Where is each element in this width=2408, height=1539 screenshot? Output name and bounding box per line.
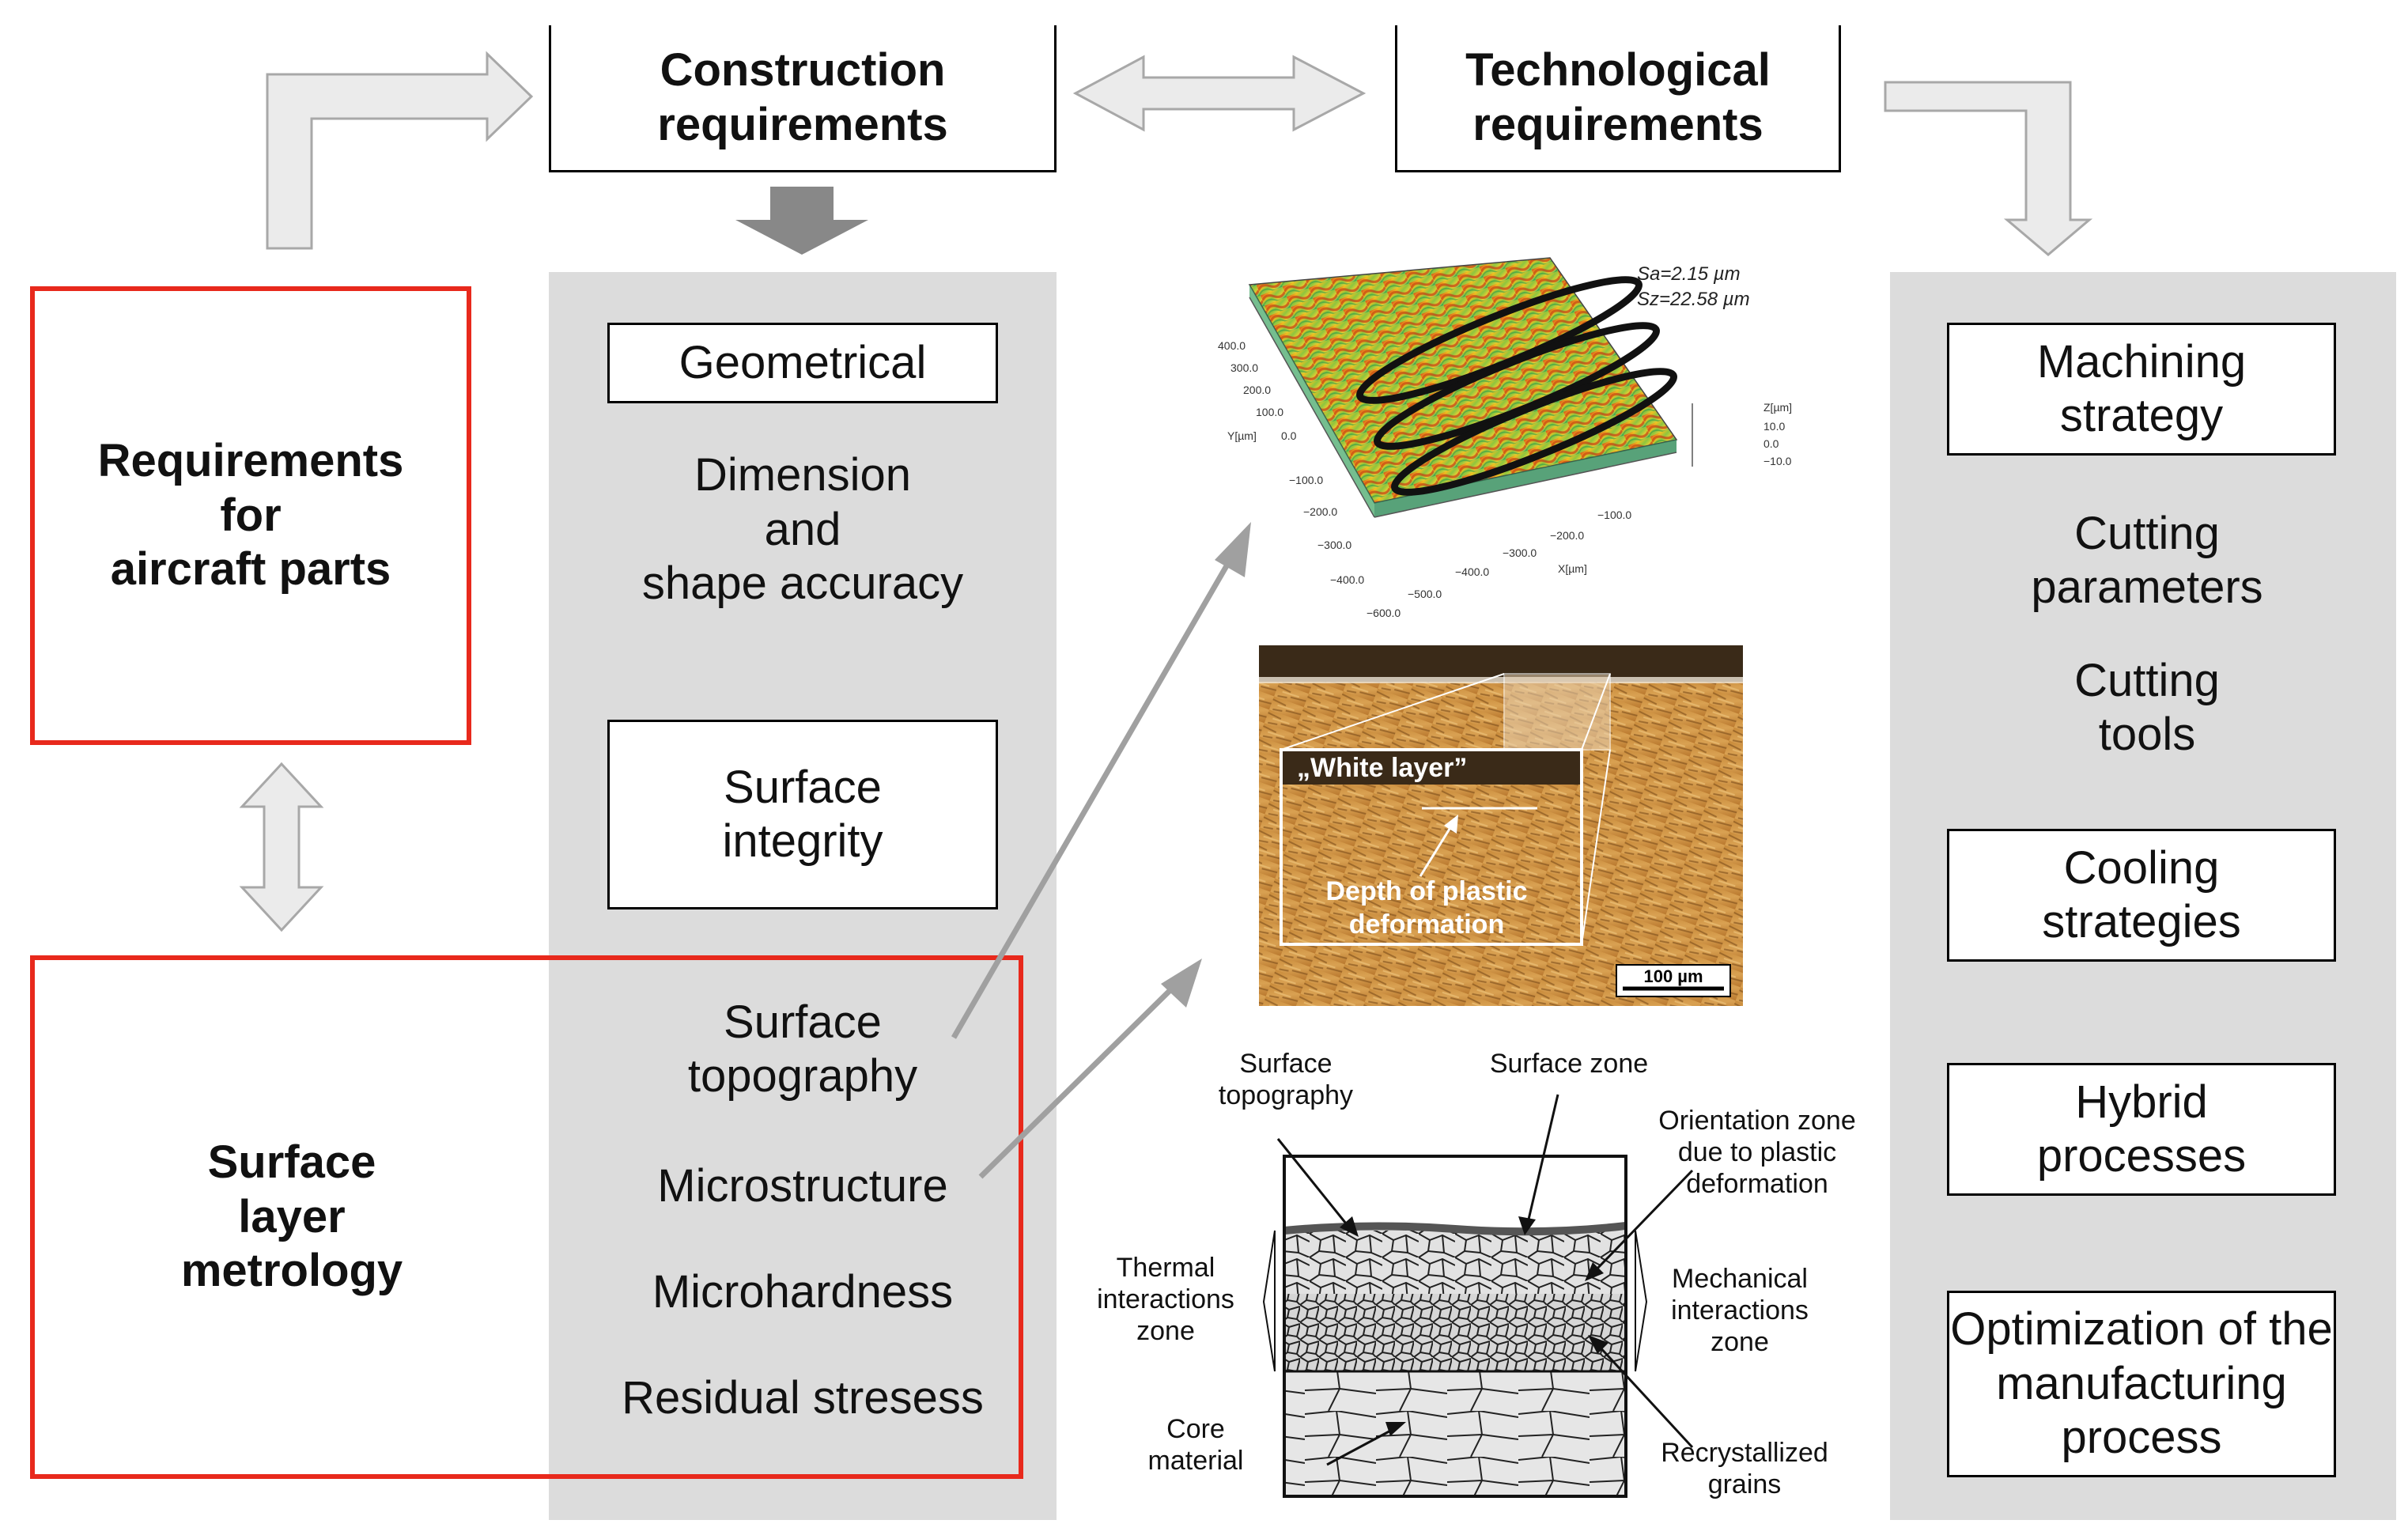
technological-requirements-label: Technological requirements (1465, 44, 1771, 150)
sa-value: Sa=2.15 µm (1637, 263, 1741, 285)
y-tick-1: 400.0 (1218, 339, 1246, 352)
machining-strategy-box: Machining strategy (1947, 323, 2336, 456)
surface-integrity-label: Surface integrity (722, 761, 883, 867)
microstructure-label: Microstructure (657, 1159, 948, 1212)
surface-topography-plot: Sa=2.15 µm Sz=22.58 µm 400.0 300.0 200.0… (1218, 257, 1792, 619)
scale-bar-label: 100 µm (1643, 966, 1703, 986)
schematic-surface-topography-2: topography (1219, 1080, 1353, 1110)
technological-requirements-box: Technological requirements (1395, 25, 1841, 172)
white-layer-label: „White layer” (1297, 753, 1467, 783)
down-arrow-icon (735, 187, 868, 255)
geometrical-box: Geometrical (607, 323, 998, 403)
microhardness-text: Microhardness (554, 1261, 1052, 1324)
construction-requirements-label: Construction requirements (657, 44, 948, 150)
schematic-core-2: material (1148, 1446, 1244, 1476)
surface-layer-metrology-label: Surface layer metrology (180, 1136, 403, 1297)
micrograph-image: „White layer” Depth of plastic deformati… (1259, 645, 1743, 1006)
double-arrow-horizontal-icon (1072, 55, 1367, 132)
schematic-orientation-2: due to plastic (1678, 1137, 1836, 1167)
surface-integrity-box: Surface integrity (607, 720, 998, 909)
l-arrow-right-down-icon (1884, 81, 2093, 256)
depth-deformation-label-2: deformation (1349, 909, 1504, 940)
residual-stresses-label: Residual stresess (622, 1371, 984, 1424)
y-tick-3: 200.0 (1243, 384, 1271, 396)
double-arrow-vertical-icon (239, 762, 324, 932)
dimension-accuracy-label: Dimension and shape accuracy (641, 449, 964, 610)
geometrical-label: Geometrical (679, 336, 927, 388)
y-tick-5: 0.0 (1281, 429, 1297, 442)
construction-requirements-box: Construction requirements (549, 25, 1057, 172)
residual-stresses-text: Residual stresess (554, 1367, 1052, 1430)
surface-topography-text: Surface topography (554, 990, 1052, 1109)
requirements-aircraft-box: Requirements for aircraft parts (30, 286, 471, 745)
y-axis-label: Y[µm] (1227, 429, 1257, 442)
y-tick-8: −300.0 (1317, 539, 1351, 551)
cutting-parameters-label: Cutting parameters (2031, 507, 2263, 613)
arrow-to-topography-icon (1215, 522, 1251, 577)
y-tick-7: −200.0 (1303, 505, 1337, 518)
machining-strategy-label: Machining strategy (2036, 335, 2247, 441)
z-tick-1: 10.0 (1763, 420, 1785, 433)
surface-topography-label: Surface topography (687, 996, 918, 1102)
x-axis-label: X[µm] (1558, 562, 1587, 575)
microstructure-text: Microstructure (554, 1155, 1052, 1218)
schematic-thermal-1: Thermal (1117, 1253, 1215, 1283)
x-tick-1: −500.0 (1408, 588, 1442, 600)
schematic-mechanical-2: interactions (1671, 1295, 1809, 1325)
hybrid-processes-label: Hybrid processes (2036, 1076, 2247, 1182)
schematic-core-1: Core (1166, 1414, 1225, 1444)
z-axis-label: Z[µm] (1763, 401, 1792, 414)
x-tick-5: −100.0 (1597, 509, 1631, 521)
schematic-thermal-3: zone (1136, 1316, 1195, 1346)
y-tick-9: −400.0 (1330, 573, 1364, 586)
optimization-label: Optimization of the manufacturing proces… (1950, 1303, 2333, 1464)
surface-layer-metrology-box (30, 955, 1023, 1479)
z-tick-2: 0.0 (1763, 437, 1779, 450)
schematic-recrystallized-2: grains (1708, 1469, 1782, 1499)
cooling-strategies-label: Cooling strategies (2042, 841, 2241, 947)
cooling-strategies-box: Cooling strategies (1947, 829, 2336, 962)
schematic-orientation-1: Orientation zone (1658, 1106, 1856, 1136)
hybrid-processes-box: Hybrid processes (1947, 1063, 2336, 1196)
x-tick-2: −400.0 (1455, 565, 1489, 578)
schematic-thermal-2: interactions (1097, 1284, 1234, 1314)
y-tick-6: −100.0 (1289, 474, 1323, 486)
cutting-tools-label: Cutting tools (2074, 654, 2220, 760)
requirements-aircraft-label: Requirements for aircraft parts (97, 435, 404, 596)
z-tick-3: −10.0 (1763, 455, 1792, 467)
schematic-mechanical-1: Mechanical (1672, 1264, 1808, 1294)
x-tick-4: −200.0 (1550, 529, 1584, 542)
y-tick-4: 100.0 (1256, 406, 1283, 418)
arrow-to-micrograph-icon (1161, 959, 1202, 1008)
depth-deformation-label-1: Depth of plastic (1325, 876, 1527, 906)
schematic-surface-zone: Surface zone (1490, 1049, 1648, 1079)
y-tick-2: 300.0 (1230, 361, 1258, 374)
optimization-box: Optimization of the manufacturing proces… (1947, 1291, 2336, 1477)
schematic-orientation-3: deformation (1686, 1169, 1828, 1199)
schematic-recrystallized-1: Recrystallized (1661, 1438, 1828, 1468)
surface-layer-metrology-text-area: Surface layer metrology (35, 960, 549, 1474)
surface-layer-schematic: Surface topography Surface zone Orientat… (1097, 1049, 1856, 1499)
sz-value: Sz=22.58 µm (1637, 289, 1750, 310)
microhardness-label: Microhardness (652, 1265, 954, 1318)
dimension-accuracy-text: Dimension and shape accuracy (554, 443, 1052, 617)
schematic-surface-topography-1: Surface (1239, 1049, 1332, 1079)
l-arrow-up-right-icon (266, 51, 534, 250)
y-tick-10: −600.0 (1367, 607, 1401, 619)
cutting-tools-text: Cutting tools (1898, 648, 2396, 767)
cutting-parameters-text: Cutting parameters (1898, 501, 2396, 620)
x-tick-3: −300.0 (1503, 546, 1537, 559)
schematic-mechanical-3: zone (1711, 1327, 1769, 1357)
